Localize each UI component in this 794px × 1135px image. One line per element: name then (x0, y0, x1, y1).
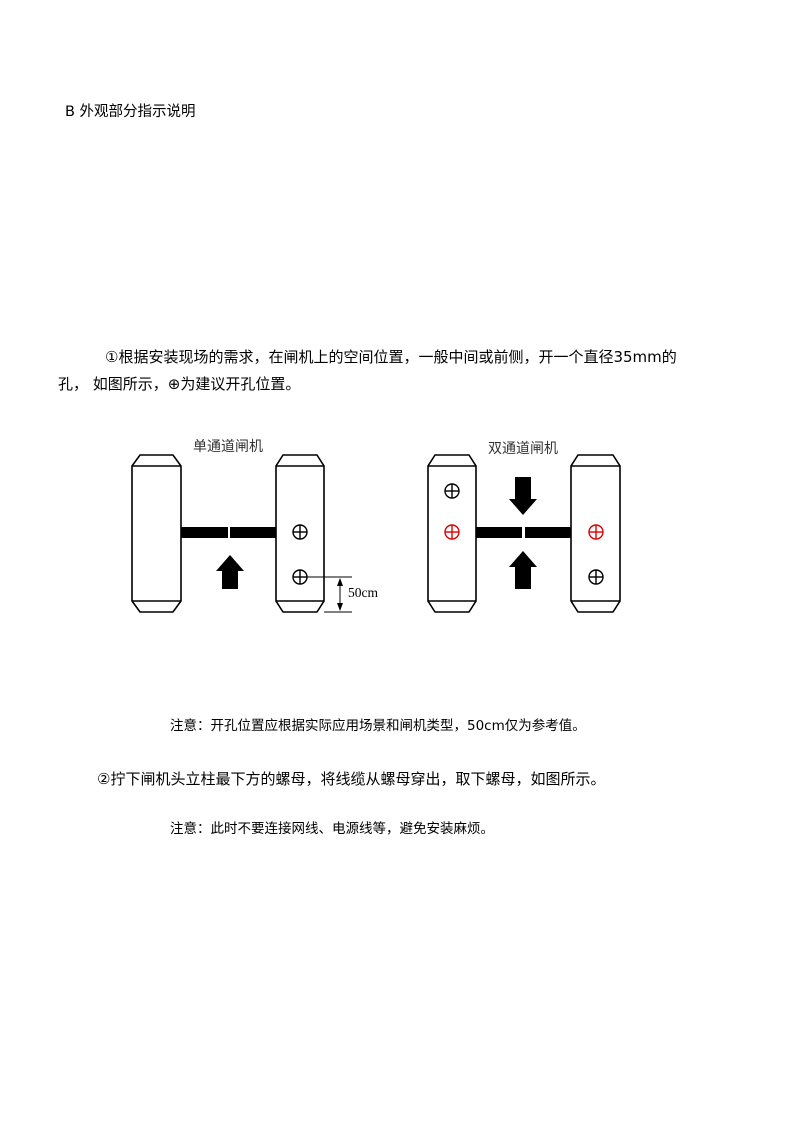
circle-plus-icon (292, 524, 308, 540)
section-title: B 外观部分指示说明 (65, 104, 196, 120)
double-channel-label: 双通道闸机 (488, 441, 558, 457)
step2-text: ②拧下闸机头立柱最下方的螺母，将线缆从螺母穿出，取下螺母，如图所示。 (97, 770, 606, 788)
circle-plus-icon (588, 524, 604, 540)
up-arrow-icon (216, 555, 244, 589)
down-arrow-icon (509, 477, 537, 515)
gate-barrier-arm (476, 527, 571, 538)
dimension-marker: 50cm (307, 576, 378, 613)
note-wiring: 注意：此时不要连接网线、电源线等，避免安装麻烦。 (170, 821, 494, 837)
gate-barrier-arm (181, 527, 276, 538)
up-arrow-icon (509, 551, 537, 589)
note-hole-position: 注意：开孔位置应根据实际应用场景和闸机类型，50cm仅为参考值。 (170, 718, 586, 734)
circle-plus-icon (444, 483, 460, 499)
circle-plus-icon (588, 569, 604, 585)
circle-plus-icon (444, 524, 460, 540)
gate-pillar-left (131, 454, 182, 613)
step1-text-line-1: ①根据安装现场的需求，在闸机上的空间位置，一般中间或前侧，开一个直径35mm的 (105, 348, 677, 366)
gate-installation-diagram: 单通道闸机 (131, 439, 621, 613)
single-channel-label: 单通道闸机 (193, 439, 263, 455)
double-channel-gate: 双通道闸机 (427, 441, 621, 613)
circle-plus-icon (292, 569, 308, 585)
dimension-label: 50cm (348, 585, 378, 600)
single-channel-gate: 单通道闸机 (131, 439, 378, 613)
step1-text-line-2: 孔， 如图所示，⊕为建议开孔位置。 (58, 375, 301, 393)
